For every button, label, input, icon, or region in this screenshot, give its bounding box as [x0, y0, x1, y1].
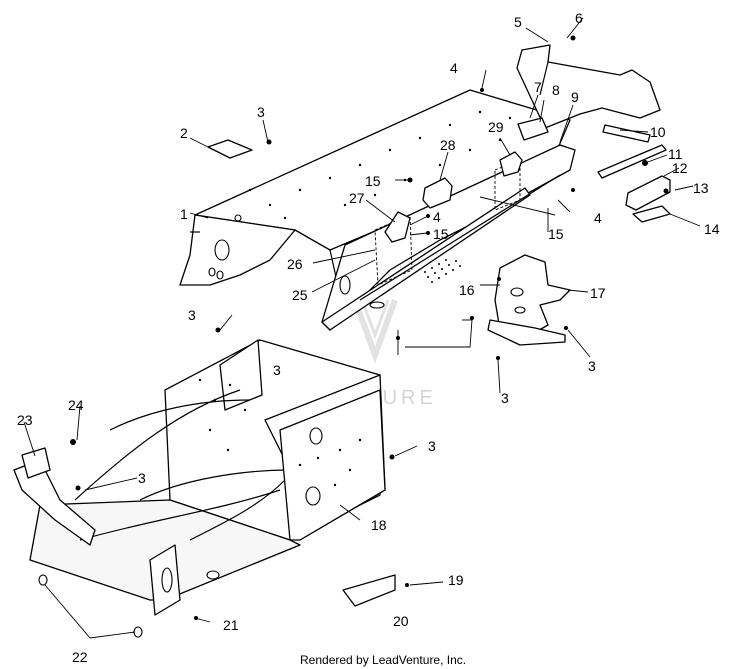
callout-4a: 4 — [450, 60, 458, 76]
callout-28: 28 — [440, 137, 456, 153]
callout-10: 10 — [650, 124, 666, 140]
callout-19: 19 — [448, 572, 464, 588]
part-7-bracket — [517, 117, 549, 141]
callout-14: 14 — [704, 221, 720, 237]
callout-4c: 4 — [594, 210, 602, 226]
callout-9: 9 — [571, 89, 579, 105]
callout-5: 5 — [514, 14, 522, 30]
callout-3d: 3 — [501, 390, 509, 406]
leader-lines — [23, 17, 701, 639]
part-17-skid-bracket — [487, 254, 571, 346]
callout-3g: 3 — [138, 470, 146, 486]
callout-4b: 4 — [433, 209, 441, 225]
callout-20: 20 — [393, 613, 409, 629]
callout-3f: 3 — [428, 438, 436, 454]
part-12-bracket — [625, 175, 671, 211]
part-5-cap-plate — [516, 44, 661, 129]
callout-2: 2 — [180, 125, 188, 141]
callout-1: 1 — [180, 206, 188, 222]
callout-12: 12 — [672, 160, 688, 176]
callout-15c: 15 — [548, 226, 564, 242]
part-10-rail-upper — [602, 124, 651, 143]
callout-27: 27 — [349, 190, 365, 206]
callout-24: 24 — [68, 397, 84, 413]
callout-3e: 3 — [588, 358, 596, 374]
callout-18: 18 — [371, 517, 387, 533]
callout-11: 11 — [668, 146, 683, 162]
callout-labels: 1 2 3 3 3 3 3 3 3 4 4 4 5 6 7 8 9 10 11 … — [17, 10, 720, 665]
callout-3c: 3 — [273, 362, 281, 378]
part-10-rail — [597, 144, 667, 179]
callout-8: 8 — [552, 82, 560, 98]
callout-23: 23 — [17, 412, 33, 428]
callout-6: 6 — [575, 10, 583, 26]
callout-15a: 15 — [365, 173, 381, 189]
callout-16: 16 — [459, 282, 475, 298]
callout-26: 26 — [287, 256, 303, 272]
callout-29: 29 — [488, 119, 504, 135]
callout-17: 17 — [590, 285, 606, 301]
callout-22: 22 — [72, 649, 88, 665]
callout-21: 21 — [223, 617, 239, 633]
part-2-plate — [207, 139, 253, 159]
callout-3b: 3 — [188, 307, 196, 323]
callout-25: 25 — [292, 287, 308, 303]
render-credit: Rendered by LeadVenture, Inc. — [300, 653, 466, 667]
hardware-fasteners — [70, 35, 669, 620]
tunnel-side-rail — [321, 144, 576, 331]
callout-13: 13 — [693, 180, 709, 196]
callout-7: 7 — [534, 79, 542, 95]
callout-15b: 15 — [433, 226, 449, 242]
callout-3a: 3 — [257, 104, 265, 120]
lower-bulkhead — [13, 339, 396, 638]
part-20-plate — [342, 574, 396, 607]
